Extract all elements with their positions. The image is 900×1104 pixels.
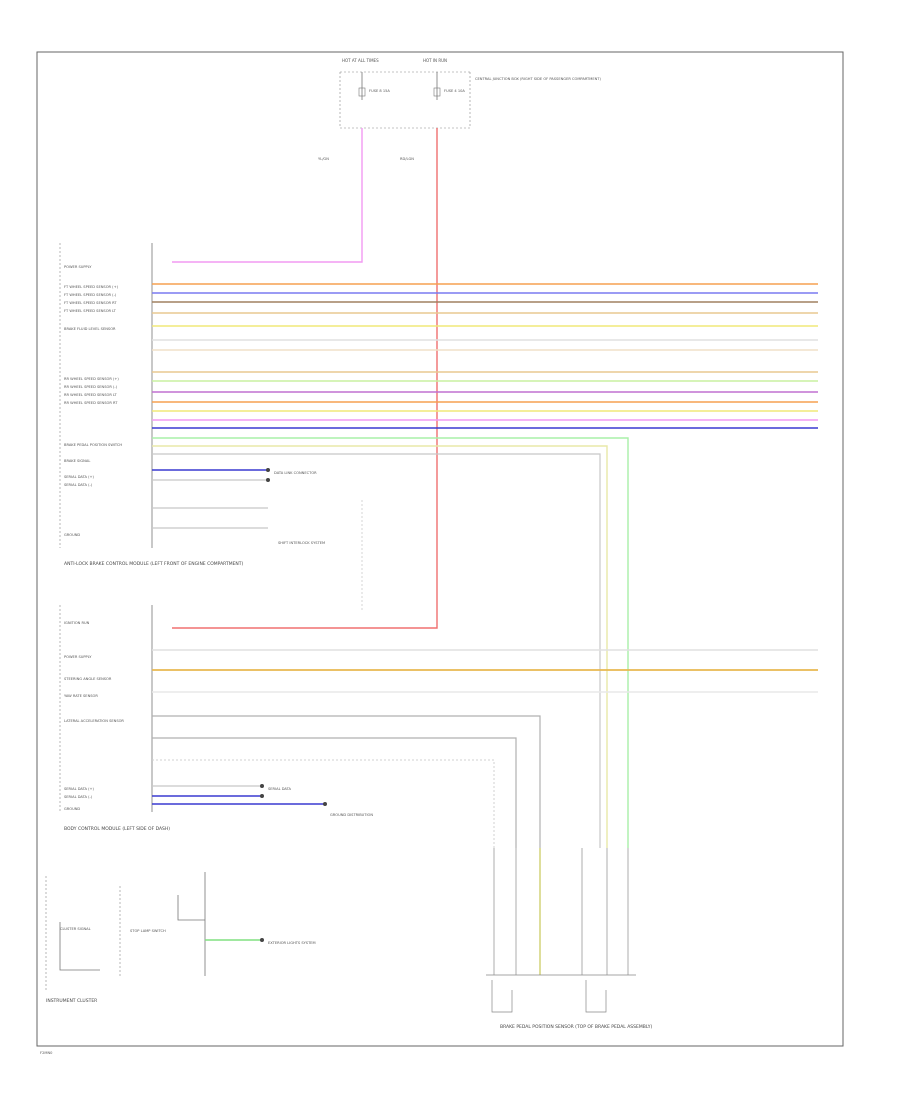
pin-label: SERIAL DATA (+) <box>64 475 95 479</box>
drop-wire-label: RD/LGN <box>400 157 414 161</box>
pin-label: RR WHEEL SPEED SENSOR (-) <box>64 385 118 389</box>
bottom-right-sensor: BRAKE PEDAL POSITION SENSOR (TOP OF BRAK… <box>486 848 652 1030</box>
connector-a: POWER SUPPLY FT WHEEL SPEED SENSOR (+) F… <box>59 243 244 567</box>
harness-a-wires: DATA LINK CONNECTOR SHIFT INTERLOCK SYST… <box>152 283 818 848</box>
pin-label: BRAKE PEDAL POSITION SWITCH <box>64 443 122 447</box>
pin-label: FT WHEEL SPEED SENSOR RT <box>64 301 117 305</box>
diagram-border <box>36 51 844 1047</box>
top-module-label: HOT AT ALL TIMES <box>342 58 379 63</box>
box-caption: STOP LAMP SWITCH <box>130 929 166 933</box>
connector-caption: ANTI-LOCK BRAKE CONTROL MODULE (LEFT FRO… <box>64 561 244 567</box>
pin-label: BRAKE SIGNAL <box>64 459 90 463</box>
pin-label: BRAKE FLUID LEVEL SENSOR <box>64 327 116 331</box>
top-module-label: HOT IN RUN <box>423 58 447 63</box>
pin-label: FT WHEEL SPEED SENSOR LT <box>64 309 117 313</box>
splice-dot <box>260 938 264 942</box>
connector-b: IGNITION RUN POWER SUPPLY STEERING ANGLE… <box>59 605 170 832</box>
pin-label: GROUND <box>64 533 80 537</box>
footer-code: F2MN0 <box>40 1051 53 1055</box>
harness-b-wires: SERIAL DATA GROUND DISTRIBUTION <box>152 649 818 848</box>
inner-label: CLUSTER SIGNAL <box>60 927 91 931</box>
wire-gray <box>152 453 601 848</box>
pin-label: YAW RATE SENSOR <box>64 694 98 698</box>
wire-yellow <box>152 445 608 848</box>
top-box-caption: CENTRAL JUNCTION BOX (RIGHT SIDE OF PASS… <box>475 77 601 81</box>
ref-label: SHIFT INTERLOCK SYSTEM <box>278 541 325 545</box>
pin-label: RR WHEEL SPEED SENSOR (+) <box>64 377 119 381</box>
pin-label: STEERING ANGLE SENSOR <box>64 677 112 681</box>
ref-label: SERIAL DATA <box>268 787 292 791</box>
wire-gray <box>152 715 541 848</box>
splice-dot <box>266 478 270 482</box>
connector-caption: BODY CONTROL MODULE (LEFT SIDE OF DASH) <box>64 826 170 832</box>
pin-label: RR WHEEL SPEED SENSOR RT <box>64 401 118 405</box>
drop-wire-label: YL/GN <box>318 157 329 161</box>
pin-label: FT WHEEL SPEED SENSOR (+) <box>64 285 119 289</box>
fuse-icon <box>358 87 366 97</box>
pin-label: SERIAL DATA (+) <box>64 787 95 791</box>
fuse-label: FUSE 8 15A <box>369 89 390 93</box>
wire-green <box>152 437 629 848</box>
pin-label: IGNITION RUN <box>64 621 90 625</box>
pin-label: GROUND <box>64 807 80 811</box>
pin-label: RR WHEEL SPEED SENSOR LT <box>64 393 117 397</box>
splice-dot <box>323 802 327 806</box>
splice-dot <box>266 468 270 472</box>
pin-label: POWER SUPPLY <box>64 265 92 269</box>
sensor-caption: BRAKE PEDAL POSITION SENSOR (TOP OF BRAK… <box>500 1024 652 1030</box>
wire-red <box>172 128 438 629</box>
top-junction-box: HOT AT ALL TIMES HOT IN RUN FUSE 8 15A F… <box>318 58 601 161</box>
wire-gray <box>152 759 495 848</box>
fuse-label: FUSE 4 10A <box>444 89 465 93</box>
ref-label: DATA LINK CONNECTOR <box>274 471 317 475</box>
fuse-icon <box>433 87 441 97</box>
box-caption: INSTRUMENT CLUSTER <box>46 998 97 1004</box>
pin-label: LATERAL ACCELERATION SENSOR <box>64 719 124 723</box>
pin-label: POWER SUPPLY <box>64 655 92 659</box>
wire-gray <box>152 737 517 848</box>
bottom-left-components: CLUSTER SIGNAL INSTRUMENT CLUSTER STOP L… <box>45 872 316 1004</box>
splice-dot <box>260 784 264 788</box>
pin-label: SERIAL DATA (-) <box>64 795 93 799</box>
pin-label: FT WHEEL SPEED SENSOR (-) <box>64 293 117 297</box>
wire-pink <box>172 128 363 263</box>
ref-label: EXTERIOR LIGHTS SYSTEM <box>268 941 316 945</box>
pin-label: SERIAL DATA (-) <box>64 483 93 487</box>
splice-dot <box>260 794 264 798</box>
ref-label: GROUND DISTRIBUTION <box>330 813 373 817</box>
